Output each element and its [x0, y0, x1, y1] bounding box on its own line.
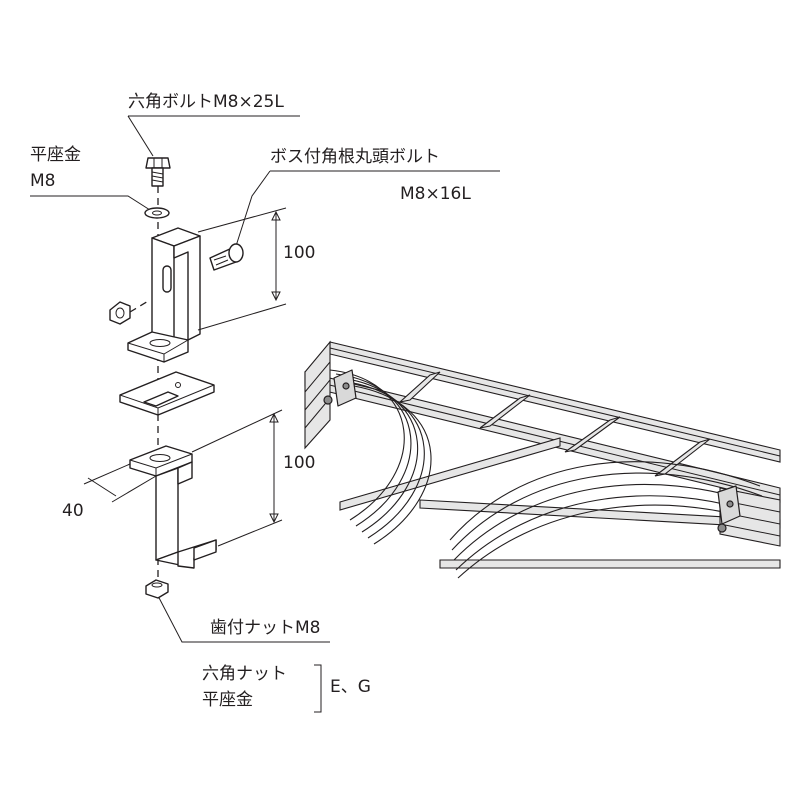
alt-washer-label: 平座金: [202, 690, 253, 710]
toothed-nut-label: 歯付ナットM8: [210, 618, 320, 638]
cable-ladder: [304, 340, 781, 579]
boss-bolt-label: ボス付角根丸頭ボルト: [270, 147, 440, 167]
alt-types-label: E、G: [330, 677, 371, 697]
flat-washer: [144, 207, 170, 219]
dimension-width: [83, 463, 157, 503]
hex-nut-small: [109, 299, 151, 325]
upper-height-dimension: 100: [283, 243, 315, 263]
boss-bolt-size-label: M8×16L: [400, 184, 471, 204]
dimension-upper: [197, 207, 287, 331]
width-dimension: 40: [62, 501, 84, 521]
lower-height-dimension: 100: [283, 453, 315, 473]
lower-bracket: [129, 445, 217, 569]
flat-washer-label: 平座金: [30, 145, 81, 165]
boss-bolt: [209, 243, 244, 271]
leader-lines: [30, 115, 500, 713]
hex-bolt: [145, 157, 171, 187]
flat-washer-size-label: M8: [30, 171, 55, 191]
hex-bolt-label: 六角ボルトM8×25L: [128, 92, 284, 112]
toothed-nut: [145, 579, 169, 599]
upper-bracket: [127, 227, 201, 363]
hex-nut-label: 六角ナット: [202, 664, 287, 684]
spacer-plate: [119, 371, 215, 416]
dimension-lower: [191, 409, 283, 547]
